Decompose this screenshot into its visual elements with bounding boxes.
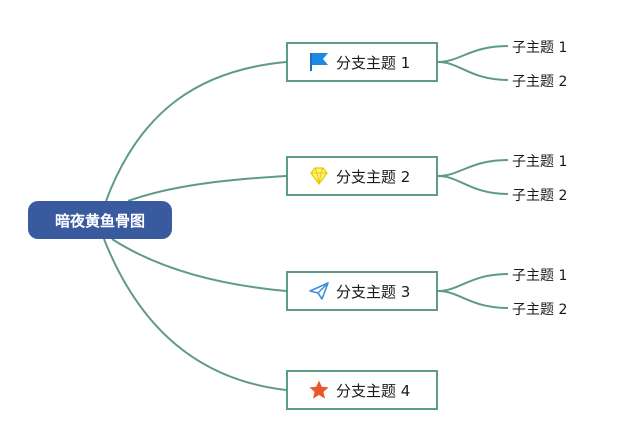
flag-icon xyxy=(308,51,330,73)
star-icon xyxy=(308,379,330,401)
root-topic-label: 暗夜黄鱼骨图 xyxy=(54,211,145,230)
connector-branch-1-sub-2 xyxy=(437,61,509,81)
paper-plane-icon xyxy=(308,280,330,302)
subtopic-3-2[interactable]: 子主题 2 xyxy=(512,302,568,318)
connector-branch-3-sub-2 xyxy=(437,290,509,309)
subtopic-3-1[interactable]: 子主题 1 xyxy=(512,268,568,284)
connector-root-branch-2 xyxy=(127,175,287,202)
connector-branch-2-sub-1 xyxy=(437,159,509,177)
connector-branch-2-sub-2 xyxy=(437,175,509,195)
connector-root-branch-1 xyxy=(105,61,287,202)
branch-topic-1-label: 分支主题 1 xyxy=(336,53,411,72)
branch-topic-4-label: 分支主题 4 xyxy=(336,381,411,400)
root-topic[interactable]: 暗夜黄鱼骨图 xyxy=(28,201,172,239)
subtopic-2-2[interactable]: 子主题 2 xyxy=(512,188,568,204)
diamond-icon xyxy=(308,165,330,187)
subtopic-1-2[interactable]: 子主题 2 xyxy=(512,74,568,90)
connector-root-branch-3 xyxy=(111,238,287,292)
connector-root-branch-4 xyxy=(103,238,287,391)
branch-topic-3[interactable]: 分支主题 3 xyxy=(286,271,438,311)
subtopic-1-1[interactable]: 子主题 1 xyxy=(512,40,568,56)
branch-topic-1[interactable]: 分支主题 1 xyxy=(286,42,438,82)
connector-branch-3-sub-1 xyxy=(437,273,509,292)
branch-topic-2-label: 分支主题 2 xyxy=(336,167,411,186)
branch-topic-2[interactable]: 分支主题 2 xyxy=(286,156,438,196)
branch-topic-3-label: 分支主题 3 xyxy=(336,282,411,301)
subtopic-2-1[interactable]: 子主题 1 xyxy=(512,154,568,170)
branch-topic-4[interactable]: 分支主题 4 xyxy=(286,370,438,410)
connector-branch-1-sub-1 xyxy=(437,45,509,63)
